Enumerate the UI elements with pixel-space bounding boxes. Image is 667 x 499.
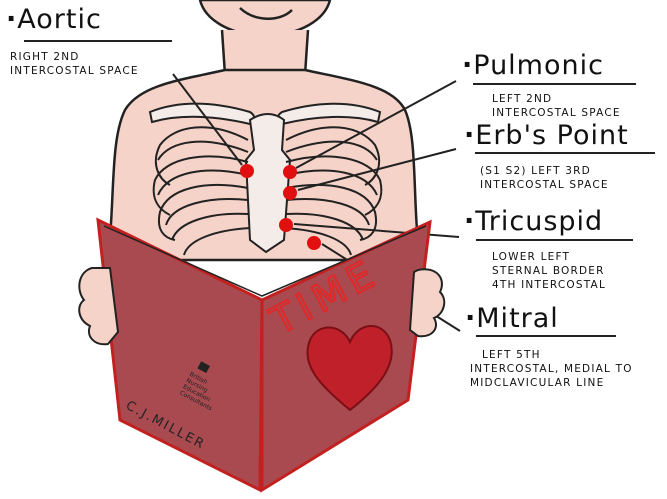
book-spine [261, 300, 262, 490]
erbs-point-title: ·Erb's Point [464, 122, 629, 149]
tricuspid-desc-line-3: 4th Intercostal [492, 278, 606, 292]
tricuspid-desc-line-1: Lower Left [492, 250, 606, 264]
left-hand [79, 268, 118, 344]
mitral-desc-line-1: Left 5th [470, 348, 633, 362]
tricuspid-title: ·Tricuspid [464, 208, 603, 235]
right-hand [410, 269, 444, 336]
mitral-title: ·Mitral [465, 305, 559, 332]
tricuspid-dot [279, 218, 293, 232]
pulmonic-desc-line-2: Intercostal space [492, 106, 621, 120]
tricuspid-desc: Lower Left Sternal Border 4th Intercosta… [492, 250, 606, 292]
erbs-point-dot [283, 186, 297, 200]
mitral-dot [307, 236, 321, 250]
erbs-point-desc-line-2: Intercostal space [480, 178, 609, 192]
aortic-dot [240, 164, 254, 178]
neck [222, 30, 308, 75]
aortic-desc: Right 2nd Intercostal space [10, 50, 139, 78]
erbs-point-desc-line-1: (S1 S2) Left 3rd [480, 164, 609, 178]
aortic-desc-line-2: Intercostal space [10, 64, 139, 78]
pulmonic-desc-line-1: Left 2nd [492, 92, 621, 106]
mitral-desc-line-3: Midclavicular line [470, 376, 633, 390]
aortic-title: ·Aortic [6, 6, 102, 33]
erbs-point-desc: (S1 S2) Left 3rd Intercostal space [480, 164, 609, 192]
tricuspid-desc-line-2: Sternal Border [492, 264, 606, 278]
aortic-desc-line-1: Right 2nd [10, 50, 139, 64]
mitral-desc: Left 5th Intercostal, Medial to Midclavi… [470, 348, 633, 390]
mitral-desc-line-2: Intercostal, Medial to [470, 362, 633, 376]
pulmonic-desc: Left 2nd Intercostal space [492, 92, 621, 120]
pulmonic-title: ·Pulmonic [462, 52, 604, 79]
pulmonic-dot [283, 165, 297, 179]
